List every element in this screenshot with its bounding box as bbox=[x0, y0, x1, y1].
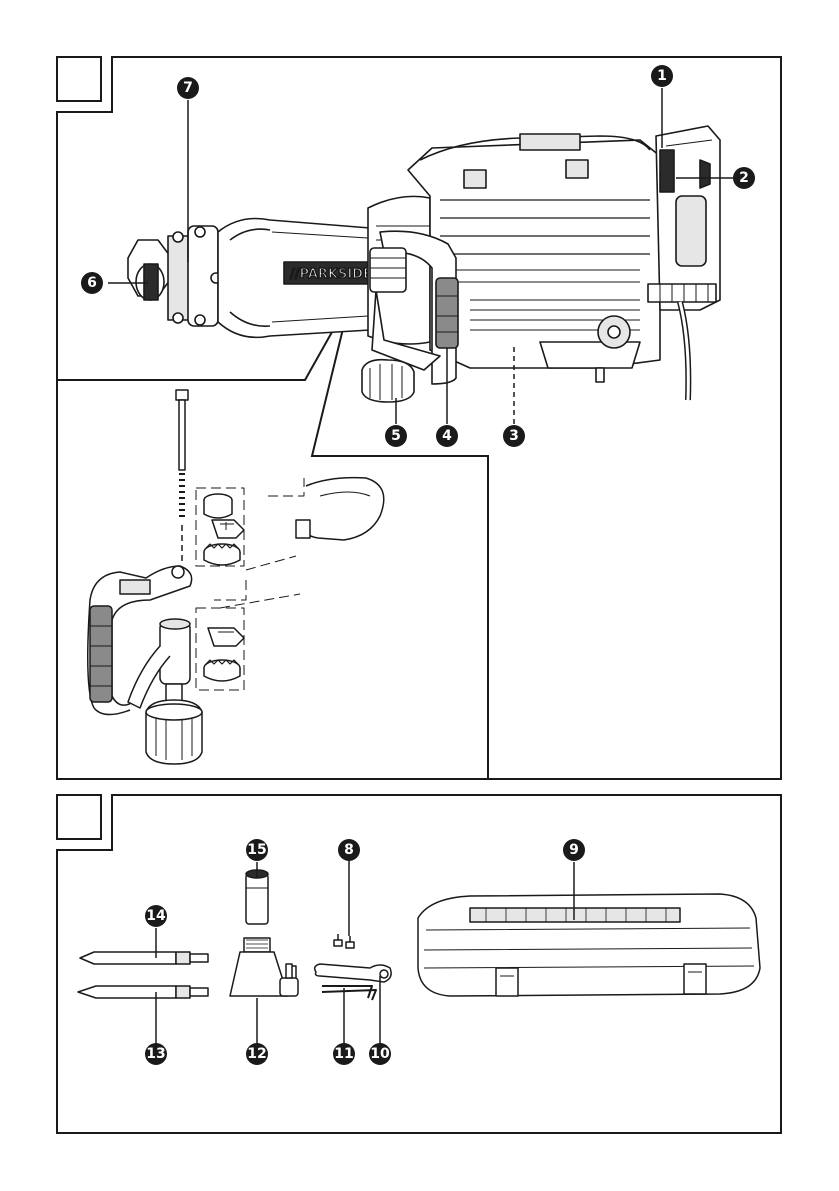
callout-7: 7 bbox=[177, 77, 199, 99]
svg-text:2: 2 bbox=[739, 170, 749, 186]
callout-8: 8 bbox=[338, 839, 360, 861]
callout-14: 14 bbox=[145, 905, 167, 927]
callout-1: 1 bbox=[651, 65, 673, 87]
svg-text:8: 8 bbox=[344, 842, 354, 858]
svg-text:7: 7 bbox=[183, 80, 193, 96]
brand-label: //PARKSIDE bbox=[290, 267, 372, 282]
svg-text:14: 14 bbox=[146, 908, 166, 924]
callout-13: 13 bbox=[145, 1043, 167, 1065]
callout-10: 10 bbox=[369, 1043, 391, 1065]
svg-text:15: 15 bbox=[247, 842, 266, 858]
svg-text:1: 1 bbox=[657, 68, 667, 84]
callout-12: 12 bbox=[246, 1043, 268, 1065]
svg-text:4: 4 bbox=[442, 428, 452, 444]
callout-4: 4 bbox=[436, 425, 458, 447]
accessories-illustration bbox=[78, 870, 760, 1000]
svg-text:10: 10 bbox=[370, 1046, 390, 1062]
svg-text:11: 11 bbox=[334, 1046, 353, 1062]
callout-3: 3 bbox=[503, 425, 525, 447]
svg-text:9: 9 bbox=[569, 842, 579, 858]
callout-5: 5 bbox=[385, 425, 407, 447]
callout-15: 15 bbox=[246, 839, 268, 861]
svg-text:6: 6 bbox=[87, 275, 97, 291]
demolition-hammer-illustration: //PARKSIDE bbox=[128, 126, 720, 402]
callout-9: 9 bbox=[563, 839, 585, 861]
svg-text:13: 13 bbox=[146, 1046, 165, 1062]
side-handle-exploded-view bbox=[88, 390, 384, 764]
callout-6: 6 bbox=[81, 272, 103, 294]
svg-text:5: 5 bbox=[391, 428, 401, 444]
callout-2: 2 bbox=[733, 167, 755, 189]
svg-text:3: 3 bbox=[509, 428, 519, 444]
svg-text:12: 12 bbox=[247, 1046, 266, 1062]
callout-11: 11 bbox=[333, 1043, 355, 1065]
